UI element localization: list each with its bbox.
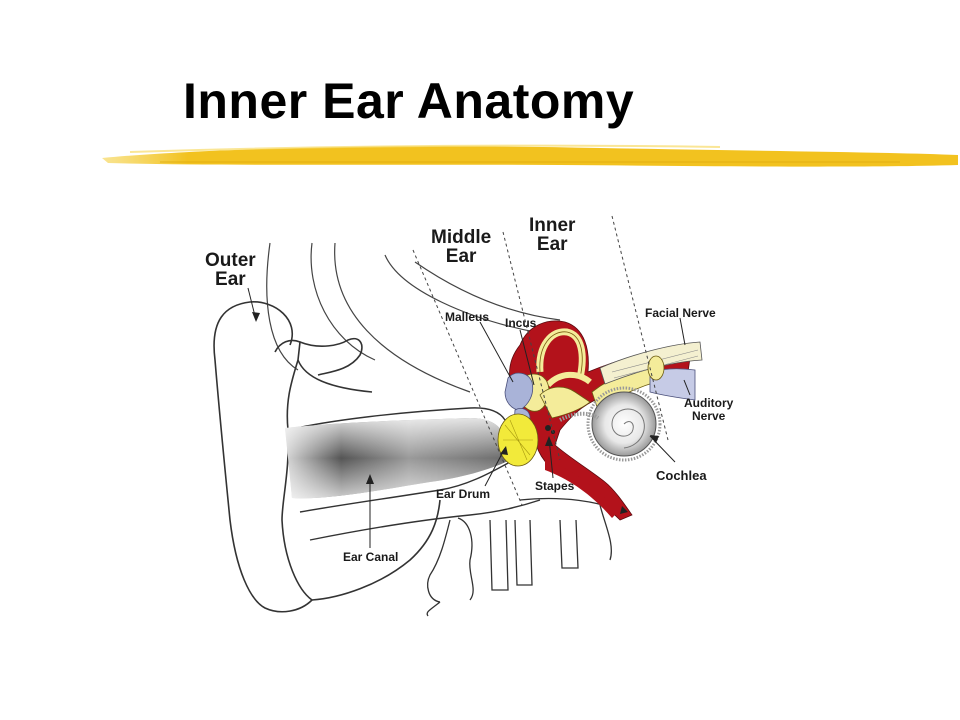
part-label-line: Nerve [691,409,726,423]
region-label-inner-ear: Inner Ear [529,216,575,254]
lower-structures [426,497,631,617]
region-label-line: Inner [529,215,576,236]
part-label-malleus: Malleus [445,310,490,324]
ear-canal-walls [287,407,541,541]
slide-title: Inner Ear Anatomy [183,73,635,129]
region-label-middle-ear: Middle Ear [431,228,491,266]
region-label-line: Ear [536,234,568,255]
region-label-outer-ear: Outer Ear [205,251,256,289]
region-dividers [412,215,669,506]
cochlea-shape [559,386,662,462]
part-label-cochlea: Cochlea [656,468,707,483]
part-label-ear-drum: Ear Drum [436,487,491,501]
part-label-stapes: Stapes [535,479,575,493]
region-label-line: Outer [205,250,256,271]
part-label-facial-nerve: Facial Nerve [645,306,716,320]
outer-ear-pinna [213,301,441,613]
part-label-incus: Incus [505,316,537,330]
region-label-line: Ear [445,246,477,267]
region-label-line: Ear [215,269,246,290]
region-label-line: Middle [431,227,492,248]
part-label-auditory-nerve: Auditory Nerve [684,397,733,423]
head-contour-lines [266,242,561,393]
title-highlight-stroke [102,144,958,167]
part-label-line: Auditory [684,396,734,410]
part-label-ear-canal: Ear Canal [343,550,399,564]
callout-arrowheads [252,312,659,514]
